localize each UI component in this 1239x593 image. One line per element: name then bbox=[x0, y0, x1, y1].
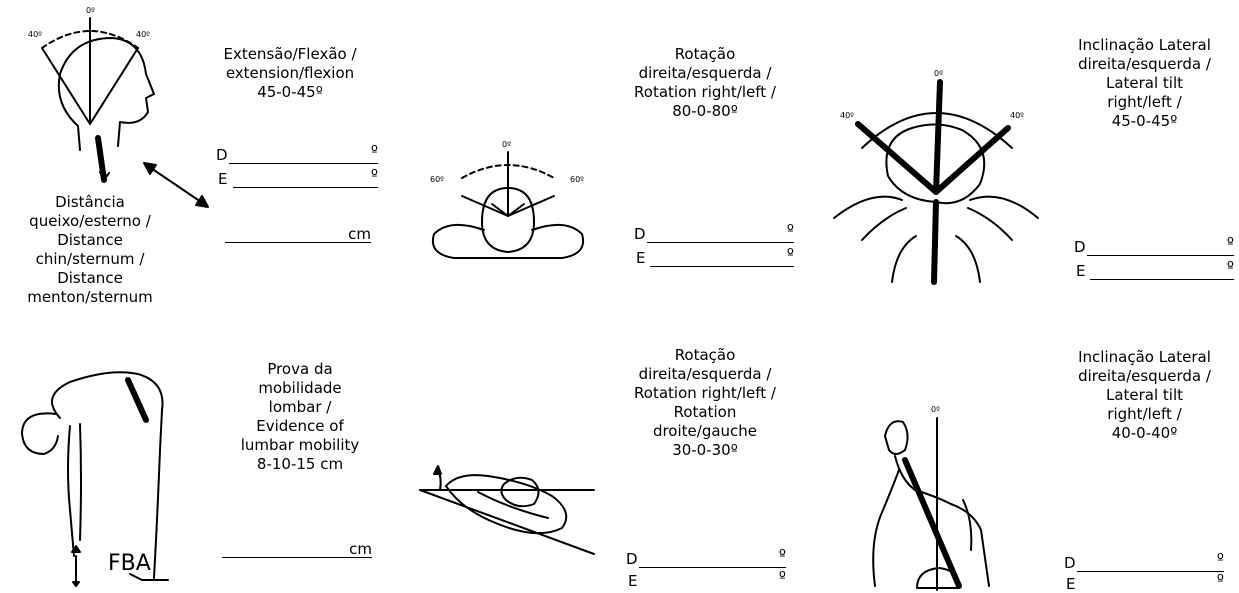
degree-unit: º bbox=[371, 166, 378, 184]
right-label: D bbox=[216, 146, 228, 164]
cervical-rotation-right-field[interactable]: D º bbox=[634, 225, 794, 243]
thoracolumbar-lateral-tilt-right-field[interactable]: D º bbox=[1064, 554, 1224, 572]
chin-sternum-caption: Distância queixo/esterno / Distance chin… bbox=[0, 193, 180, 307]
cervical-flexion-left-field[interactable]: E º bbox=[218, 170, 378, 188]
cervical-lateral-tilt-right-field[interactable]: D º bbox=[1074, 238, 1234, 256]
cm-unit: cm bbox=[349, 540, 372, 558]
degree-unit: º bbox=[1217, 550, 1224, 568]
thoracolumbar-rotation-left-field[interactable]: E º bbox=[628, 572, 786, 590]
degree-unit: º bbox=[787, 245, 794, 263]
chin-sternum-cm-field[interactable]: cm bbox=[225, 225, 371, 243]
lumbar-mobility-caption: Prova da mobilidade lombar / Evidence of… bbox=[210, 360, 390, 474]
thoracolumbar-rotation-right-field[interactable]: D º bbox=[626, 550, 786, 568]
thoracolumbar-lateral-tilt-caption: Inclinação Lateral direita/esquerda / La… bbox=[1050, 348, 1239, 443]
angle-label-40-left: 40º bbox=[28, 30, 42, 39]
angle-label-40-right: 40º bbox=[1010, 111, 1024, 120]
degree-unit: º bbox=[371, 142, 378, 160]
left-label: E bbox=[1066, 575, 1075, 593]
cervical-rotation-caption: Rotação direita/esquerda / Rotation righ… bbox=[610, 45, 800, 121]
angle-label-40-left: 40º bbox=[840, 111, 854, 120]
left-label: E bbox=[628, 572, 637, 590]
degree-unit: º bbox=[779, 568, 786, 586]
angle-label-0: 0º bbox=[502, 140, 511, 149]
right-label: D bbox=[634, 225, 646, 243]
thoracolumbar-lateral-tilt-left-field[interactable]: E º bbox=[1066, 575, 1224, 593]
cervical-lateral-tilt-left-field[interactable]: E º bbox=[1076, 262, 1234, 280]
thoracolumbar-rotation-caption: Rotação direita/esquerda / Rotation righ… bbox=[607, 346, 803, 460]
degree-unit: º bbox=[787, 221, 794, 239]
cervical-flexion-right-field[interactable]: D º bbox=[216, 146, 378, 164]
lumbar-mobility-cm-field[interactable]: cm bbox=[222, 540, 372, 558]
angle-label-0: 0º bbox=[934, 69, 943, 78]
angle-label-0: 0º bbox=[931, 405, 940, 414]
right-label: D bbox=[1064, 554, 1076, 572]
angle-label-40-right: 40º bbox=[136, 30, 150, 39]
cervical-flexion-caption: Extensão/Flexão / extension/flexion 45-0… bbox=[200, 45, 380, 102]
cervical-lateral-tilt-caption: Inclinação Lateral direita/esquerda / La… bbox=[1050, 36, 1239, 131]
degree-unit: º bbox=[779, 546, 786, 564]
trunk-lateral-tilt-figure: 0º bbox=[855, 400, 1045, 590]
cm-unit: cm bbox=[348, 225, 371, 243]
angle-label-0: 0º bbox=[86, 6, 95, 15]
forward-bend-figure: FBA bbox=[10, 350, 185, 590]
right-label: D bbox=[1074, 238, 1086, 256]
angle-label-60-right: 60º bbox=[570, 175, 584, 184]
left-label: E bbox=[1076, 262, 1085, 280]
angle-label-60-left: 60º bbox=[430, 175, 444, 184]
trunk-rotation-figure bbox=[418, 448, 600, 554]
fba-label: FBA bbox=[108, 551, 151, 576]
degree-unit: º bbox=[1217, 571, 1224, 589]
cervical-rotation-left-field[interactable]: E º bbox=[636, 249, 794, 267]
degree-unit: º bbox=[1227, 234, 1234, 252]
degree-unit: º bbox=[1227, 258, 1234, 276]
left-label: E bbox=[636, 249, 645, 267]
left-label: E bbox=[218, 170, 227, 188]
head-lateral-tilt-figure: 0º 40º 40º bbox=[832, 68, 1042, 284]
right-label: D bbox=[626, 550, 638, 568]
head-rotation-figure: 0º 60º 60º bbox=[420, 138, 598, 270]
